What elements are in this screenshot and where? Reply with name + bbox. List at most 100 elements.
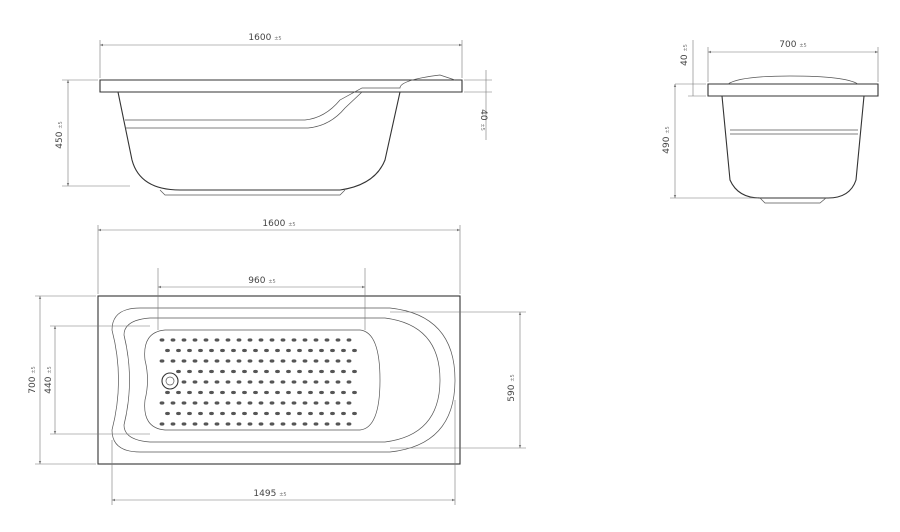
anti-slip-dot xyxy=(346,422,352,426)
anti-slip-dot xyxy=(247,359,253,363)
anti-slip-dot xyxy=(176,411,181,416)
anti-slip-dot xyxy=(198,369,203,374)
anti-slip-dot xyxy=(181,380,187,384)
anti-slip-dot xyxy=(286,348,291,353)
dim-top-basin-width: 590 ±5 xyxy=(507,374,517,401)
anti-slip-dot xyxy=(170,338,176,342)
anti-slip-dot xyxy=(165,411,170,416)
anti-slip-dot xyxy=(231,390,236,395)
anti-slip-dot xyxy=(225,338,231,342)
anti-slip-dot xyxy=(269,422,275,426)
anti-slip-dot xyxy=(192,380,198,384)
anti-slip-dot xyxy=(225,359,231,363)
anti-slip-dot xyxy=(319,369,324,374)
anti-slip-dot xyxy=(214,380,220,384)
anti-slip-dot xyxy=(308,411,313,416)
anti-slip-dot xyxy=(324,422,330,426)
anti-slip-dot xyxy=(225,401,231,405)
anti-slip-dot xyxy=(176,369,181,374)
anti-slip-dot xyxy=(225,380,231,384)
anti-slip-dot xyxy=(264,390,269,395)
anti-slip-dot xyxy=(165,390,170,395)
top-view xyxy=(35,225,526,505)
anti-slip-dot xyxy=(253,348,258,353)
anti-slip-dot xyxy=(313,401,319,405)
anti-slip-dot xyxy=(280,359,286,363)
anti-slip-dot xyxy=(319,348,324,353)
anti-slip-dot xyxy=(275,348,280,353)
anti-slip-dot xyxy=(247,422,253,426)
anti-slip-dot xyxy=(165,348,170,353)
anti-slip-dot xyxy=(341,369,346,374)
anti-slip-dot xyxy=(324,338,330,342)
anti-slip-dot xyxy=(275,411,280,416)
anti-slip-dot xyxy=(302,359,308,363)
anti-slip-dot xyxy=(236,338,242,342)
anti-slip-dot xyxy=(159,422,165,426)
anti-slip-dot xyxy=(330,411,335,416)
side-view xyxy=(62,40,492,196)
anti-slip-dot xyxy=(192,359,198,363)
anti-slip-dot xyxy=(330,369,335,374)
anti-slip-dot xyxy=(291,422,297,426)
anti-slip-dot xyxy=(346,359,352,363)
anti-slip-dot xyxy=(302,422,308,426)
dim-side-height: 450 ±5 xyxy=(55,121,65,148)
anti-slip-dot xyxy=(203,422,209,426)
anti-slip-dot xyxy=(335,380,341,384)
anti-slip-dot xyxy=(220,348,225,353)
anti-slip-dot xyxy=(214,401,220,405)
anti-slip-dot xyxy=(297,390,302,395)
anti-slip-dot xyxy=(192,338,198,342)
anti-slip-dot xyxy=(242,369,247,374)
anti-slip-dot xyxy=(352,411,357,416)
anti-slip-dot xyxy=(258,380,264,384)
anti-slip-dot xyxy=(176,348,181,353)
dim-side-length: 1600 ±5 xyxy=(248,33,281,43)
anti-slip-dot xyxy=(346,401,352,405)
anti-slip-dot xyxy=(275,390,280,395)
anti-slip-dot xyxy=(209,411,214,416)
anti-slip-dot xyxy=(209,348,214,353)
anti-slip-dot xyxy=(159,401,165,405)
dim-top-basin-length: 1495 ±5 xyxy=(253,489,286,499)
anti-slip-dot xyxy=(187,348,192,353)
dim-top-width: 700 ±5 xyxy=(28,366,38,393)
anti-slip-dot xyxy=(220,390,225,395)
anti-slip-dot xyxy=(258,422,264,426)
anti-slip-dot xyxy=(341,348,346,353)
dim-top-inner-width: 440 ±5 xyxy=(44,366,54,393)
anti-slip-dot xyxy=(242,411,247,416)
anti-slip-dot xyxy=(302,380,308,384)
anti-slip-dot xyxy=(330,348,335,353)
anti-slip-dot xyxy=(352,369,357,374)
anti-slip-dot xyxy=(170,422,176,426)
anti-slip-dot xyxy=(236,359,242,363)
anti-slip-dot xyxy=(258,338,264,342)
anti-slip-dot xyxy=(247,401,253,405)
anti-slip-dot xyxy=(253,411,258,416)
anti-slip-dot xyxy=(319,390,324,395)
anti-slip-dot xyxy=(231,369,236,374)
anti-slip-dot xyxy=(280,401,286,405)
anti-slip-dot xyxy=(198,348,203,353)
anti-slip-dot xyxy=(236,422,242,426)
anti-slip-dot xyxy=(253,369,258,374)
anti-slip-dot xyxy=(346,380,352,384)
anti-slip-dot xyxy=(269,359,275,363)
anti-slip-dot xyxy=(181,401,187,405)
anti-slip-dot xyxy=(291,359,297,363)
anti-slip-dot xyxy=(291,380,297,384)
anti-slip-dot xyxy=(242,390,247,395)
anti-slip-dot xyxy=(258,401,264,405)
anti-slip-dot xyxy=(192,422,198,426)
anti-slip-dot xyxy=(280,380,286,384)
anti-slip-dot xyxy=(264,411,269,416)
anti-slip-dot xyxy=(291,401,297,405)
anti-slip-dot xyxy=(220,369,225,374)
anti-slip-dot xyxy=(192,401,198,405)
anti-slip-dot xyxy=(335,422,341,426)
anti-slip-dot xyxy=(181,338,187,342)
anti-slip-dot xyxy=(236,401,242,405)
